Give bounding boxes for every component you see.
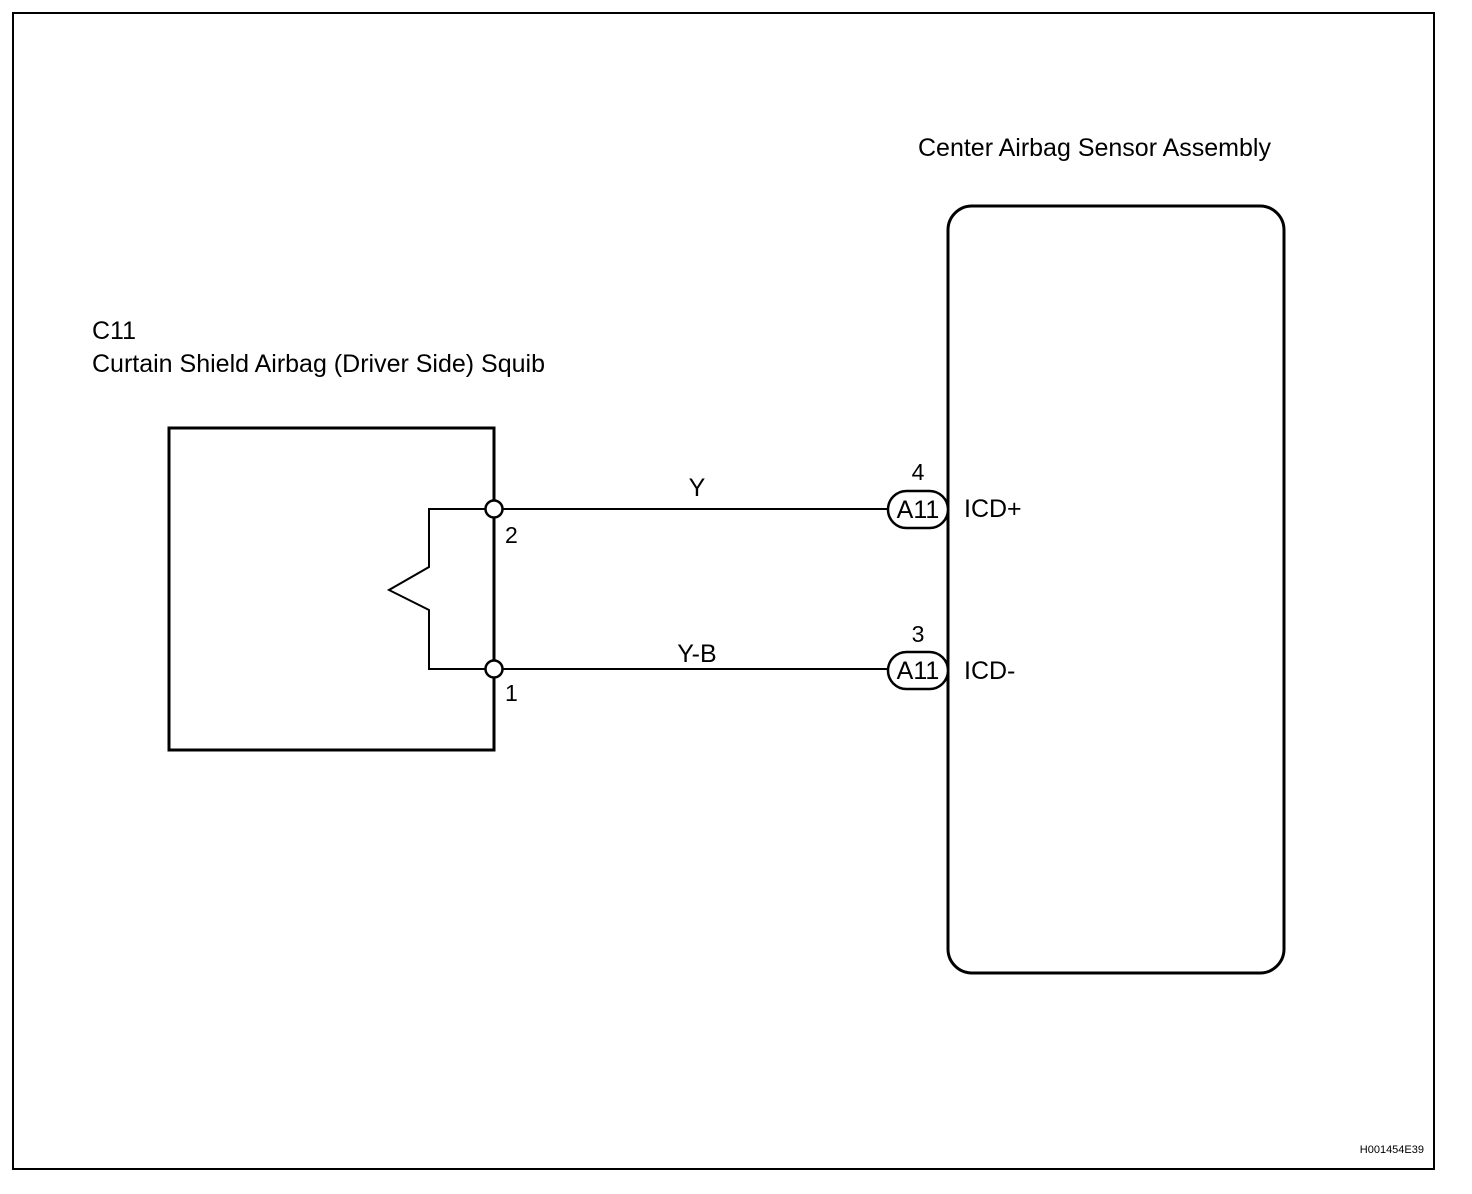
squib-name: Curtain Shield Airbag (Driver Side) Squi… <box>92 350 545 378</box>
terminal-signal: ICD- <box>964 657 1015 685</box>
squib-code: C11 <box>92 317 136 345</box>
connector-code: A11 <box>897 657 940 685</box>
squib-box <box>167 426 496 752</box>
connector-code: A11 <box>897 496 940 524</box>
terminal-signal: ICD+ <box>964 495 1022 523</box>
squib-pin-1-terminal <box>484 659 504 679</box>
diagram-frame <box>12 12 1435 1170</box>
squib-pin-number: 1 <box>505 680 518 706</box>
squib-pin-2-terminal <box>484 499 504 519</box>
sensor-assembly-title: Center Airbag Sensor Assembly <box>918 134 1271 162</box>
sensor-pin-number: 3 <box>912 621 925 647</box>
figure-id: H001454E39 <box>1360 1144 1424 1156</box>
squib-element <box>386 508 494 670</box>
sensor-assembly-box <box>946 204 1286 975</box>
connector-pill <box>886 489 950 530</box>
wire-color-label: Y-B <box>677 640 716 668</box>
connector-pill <box>886 650 950 691</box>
squib-pin-number: 2 <box>505 522 518 548</box>
wire-color-label: Y <box>689 474 706 502</box>
sensor-pin-number: 4 <box>912 459 925 485</box>
